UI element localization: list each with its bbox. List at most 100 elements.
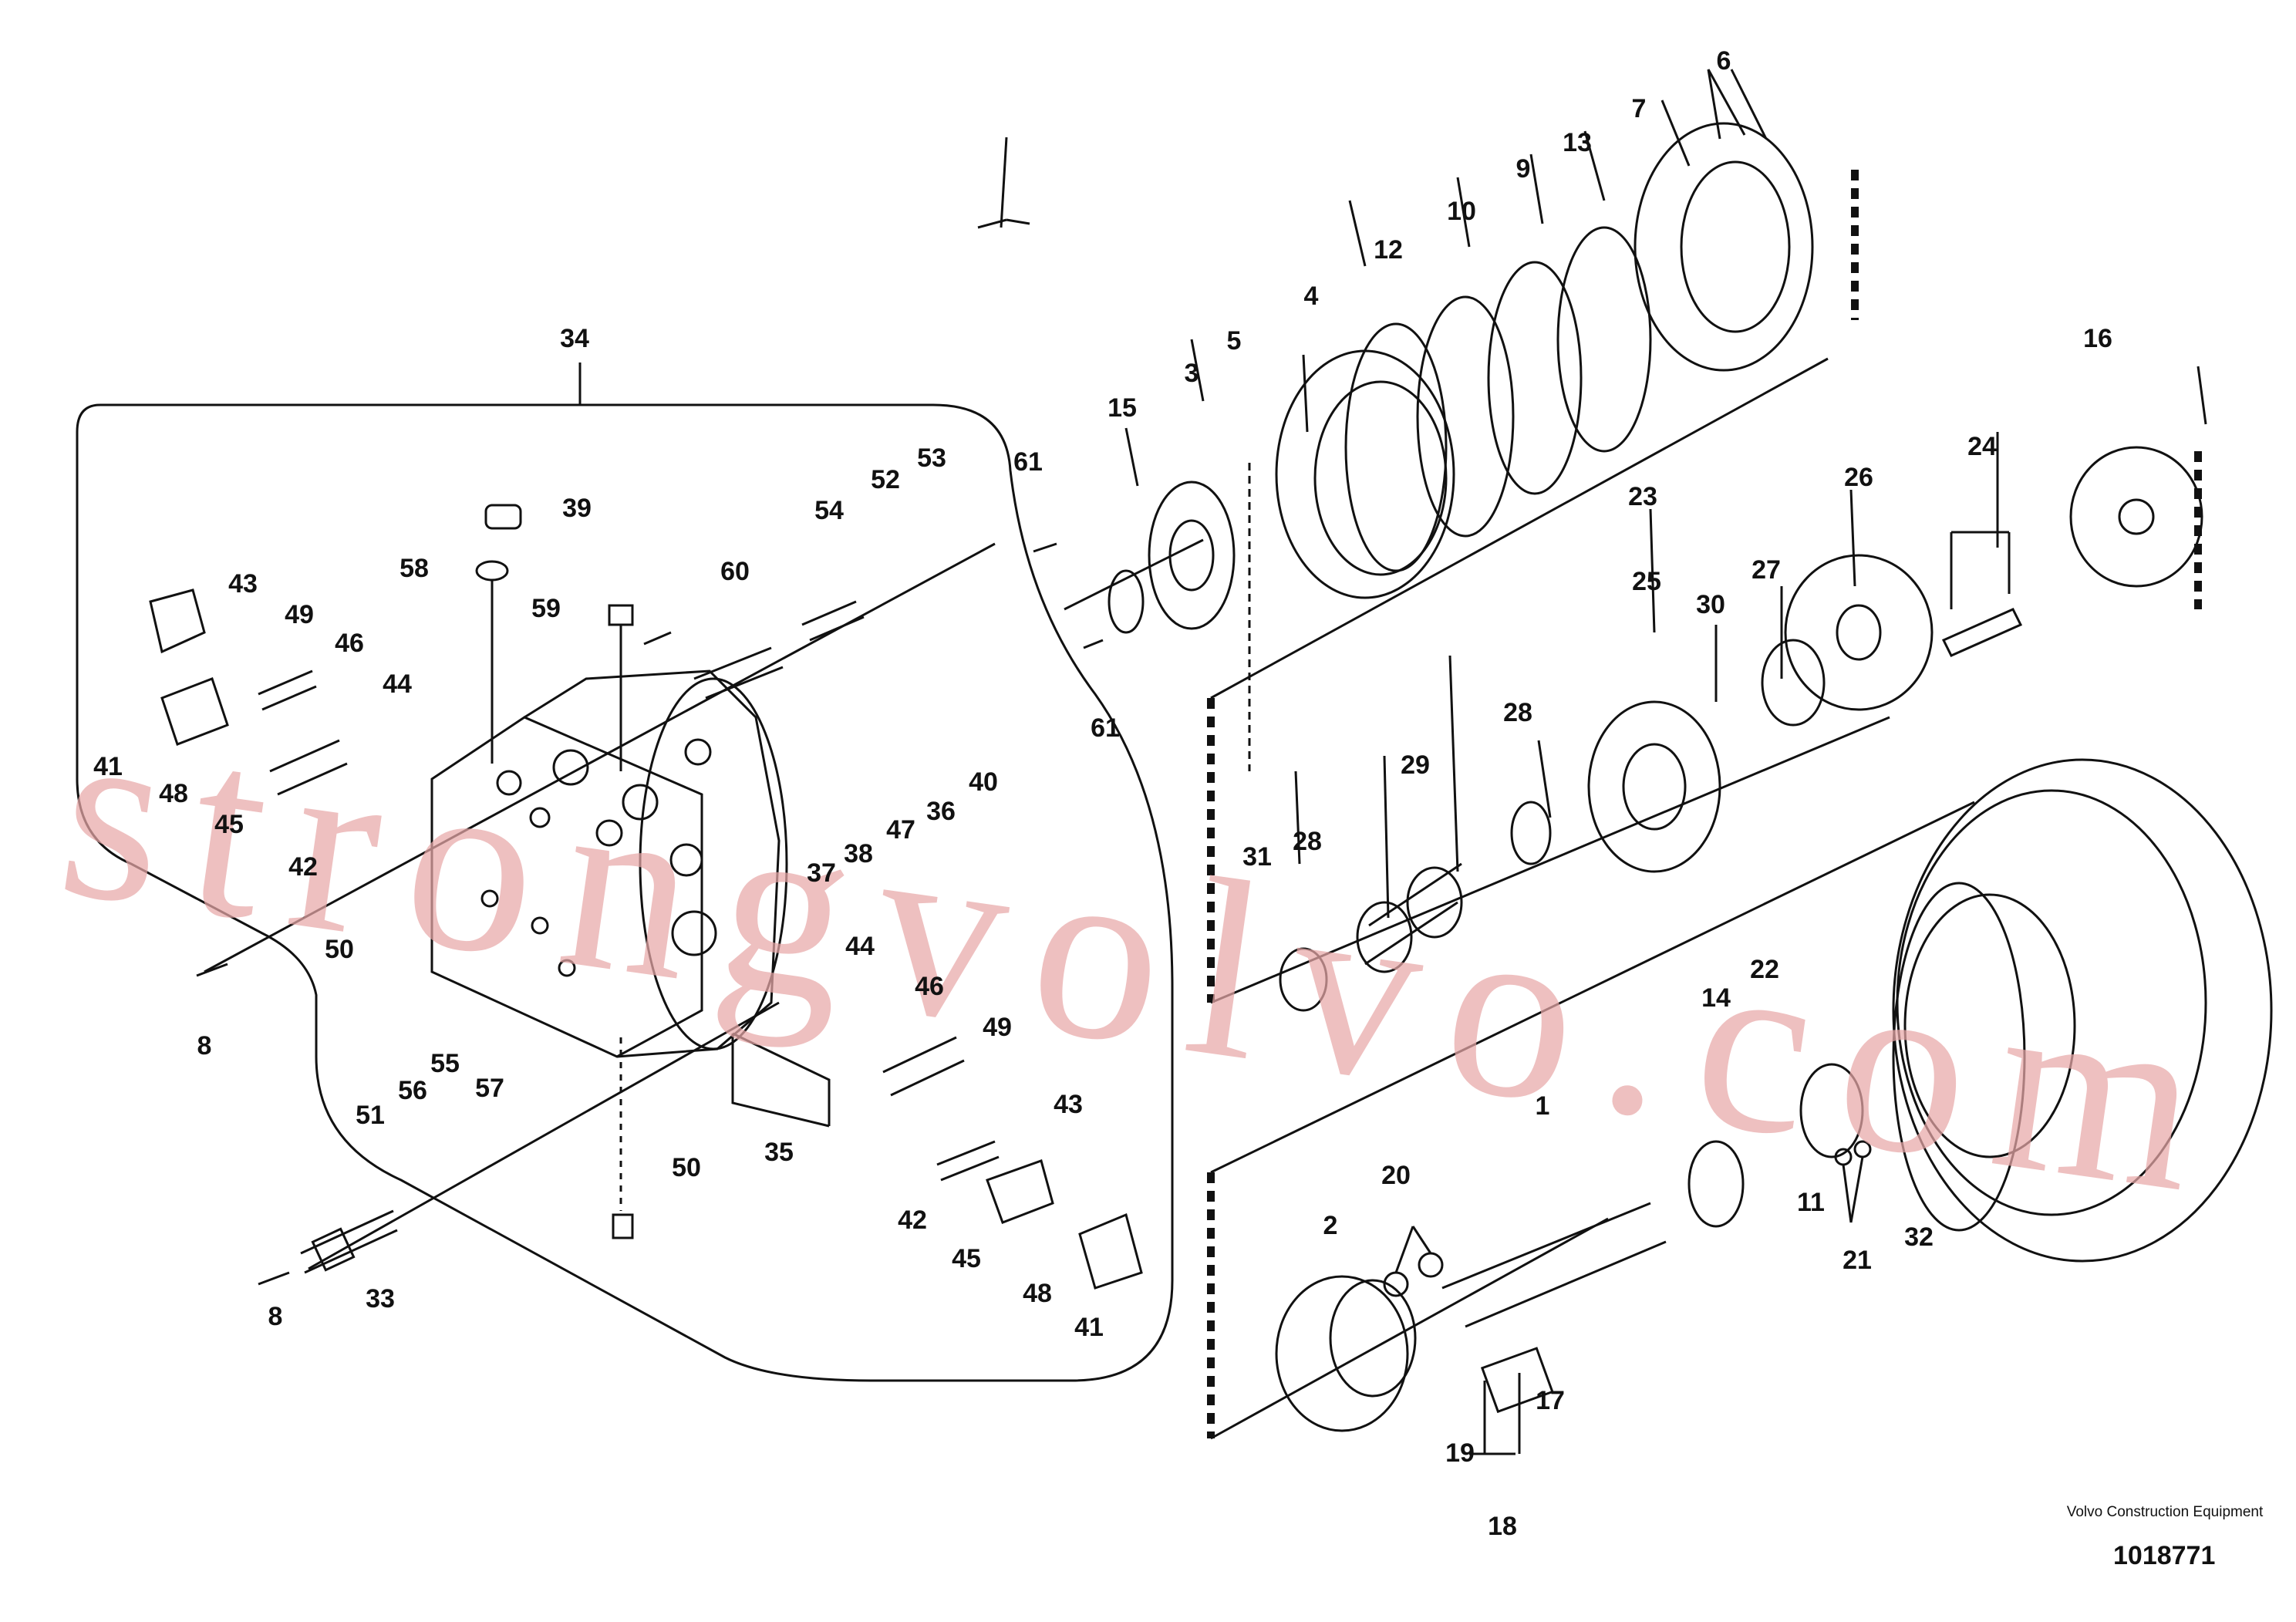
sleeve-19 (1480, 1347, 1554, 1414)
callout-1: 1 (1536, 1091, 1550, 1121)
cover-2 (1275, 1275, 1409, 1432)
callout-40: 40 (969, 767, 998, 797)
callout-14: 14 (1701, 983, 1731, 1013)
callout-49-top: 49 (285, 600, 314, 629)
callout-7: 7 (1632, 94, 1647, 123)
callout-11: 11 (1797, 1188, 1825, 1217)
callout-42-top: 42 (288, 852, 318, 882)
callout-17: 17 (1536, 1386, 1565, 1415)
plug-41-bottom (1078, 1212, 1143, 1290)
callout-50-left: 50 (325, 935, 354, 964)
callout-18: 18 (1488, 1512, 1517, 1541)
ring-27 (1761, 639, 1826, 727)
valve-60 (693, 646, 784, 700)
callout-16: 16 (2083, 324, 2112, 353)
bearing-14 (1687, 1140, 1745, 1228)
callout-37: 37 (807, 858, 836, 888)
callout-45-top: 45 (214, 810, 244, 839)
housing-final (1892, 758, 2273, 1263)
callout-32: 32 (1904, 1222, 1934, 1252)
callout-41-top: 41 (93, 752, 123, 781)
cover-4 (1275, 349, 1455, 599)
callout-4: 4 (1304, 282, 1319, 311)
callout-15: 15 (1108, 393, 1137, 423)
plug-39 (484, 504, 522, 530)
callout-8-left: 8 (197, 1031, 212, 1061)
bolt-24 (1941, 608, 2023, 657)
ring-28 (1510, 801, 1552, 865)
ring-10 (1416, 295, 1515, 538)
callout-25: 25 (1632, 567, 1661, 596)
callout-42-bottom: 42 (898, 1206, 927, 1235)
callout-48-bottom: 48 (1023, 1279, 1052, 1308)
callout-13: 13 (1563, 128, 1592, 157)
callout-20: 20 (1381, 1161, 1411, 1190)
plate-3 (1148, 481, 1236, 630)
ring-13 (1556, 226, 1652, 453)
callout-41-bottom: 41 (1074, 1313, 1104, 1342)
plug-59 (608, 604, 634, 626)
callout-56: 56 (398, 1076, 427, 1105)
callout-26: 26 (1844, 463, 1873, 492)
oring-58 (475, 560, 509, 582)
bracket-35 (731, 1032, 831, 1128)
callout-27: 27 (1752, 555, 1781, 585)
callout-38: 38 (844, 839, 873, 868)
plug-41-top (160, 677, 229, 746)
callout-3: 3 (1185, 359, 1199, 388)
callout-12: 12 (1374, 235, 1403, 265)
callout-55: 55 (430, 1049, 460, 1078)
pin-8 (196, 963, 290, 1286)
plug-43-top (149, 588, 206, 654)
callout-23: 23 (1628, 482, 1657, 511)
plate-26 (1784, 554, 1934, 711)
callout-43-bottom: 43 (1054, 1090, 1083, 1119)
callout-31: 31 (1242, 842, 1272, 872)
shaft-1 (1441, 1202, 1667, 1328)
callout-29: 29 (1401, 750, 1430, 780)
callout-45-bottom: 45 (952, 1244, 981, 1273)
callout-33: 33 (366, 1284, 395, 1313)
valve-assembly-outline (76, 403, 1174, 1382)
shaft-line (308, 1001, 780, 1270)
callout-61-right: 61 (1091, 713, 1120, 743)
callout-39: 39 (562, 494, 592, 523)
callout-49-bottom: 49 (983, 1013, 1012, 1042)
callout-35: 35 (764, 1138, 794, 1167)
callout-50-bottom: 50 (672, 1153, 701, 1182)
callout-57: 57 (475, 1074, 504, 1103)
callout-52: 52 (871, 465, 900, 494)
callout-58: 58 (400, 554, 429, 583)
ring-9 (1487, 261, 1583, 495)
callout-43-top: 43 (228, 569, 258, 599)
leader (1000, 137, 1008, 228)
callout-46-top: 46 (335, 629, 364, 658)
callout-6: 6 (1717, 46, 1731, 76)
bearing-15 (1108, 569, 1145, 634)
manufacturer-label: Volvo Construction Equipment (2066, 1504, 2264, 1520)
callout-9: 9 (1516, 154, 1531, 184)
callout-59: 59 (531, 594, 561, 623)
callout-34: 34 (560, 324, 589, 353)
callout-47: 47 (886, 815, 915, 845)
callout-60: 60 (720, 557, 750, 586)
spring-54 (801, 600, 865, 642)
callout-46-bottom: 46 (915, 972, 944, 1001)
callout-28-lower: 28 (1293, 827, 1322, 856)
callout-8-bottom: 8 (268, 1302, 283, 1331)
plug-43-bottom (986, 1159, 1054, 1224)
washer-16 (2069, 446, 2203, 588)
callout-61-top: 61 (1013, 447, 1043, 477)
callout-36: 36 (926, 797, 956, 826)
callout-2: 2 (1323, 1211, 1338, 1240)
ring-31 (1279, 947, 1328, 1012)
callout-24: 24 (1967, 432, 1997, 461)
callout-5: 5 (1227, 326, 1242, 356)
document-number: 1018771 (2113, 1541, 2216, 1570)
callout-53: 53 (917, 443, 946, 473)
callout-labels: 1 2 3 4 5 6 7 8 8 9 10 11 12 13 14 15 16… (93, 46, 2112, 1541)
callout-22: 22 (1750, 955, 1779, 984)
callout-44-top: 44 (383, 669, 412, 699)
plug-50 (612, 1213, 634, 1239)
